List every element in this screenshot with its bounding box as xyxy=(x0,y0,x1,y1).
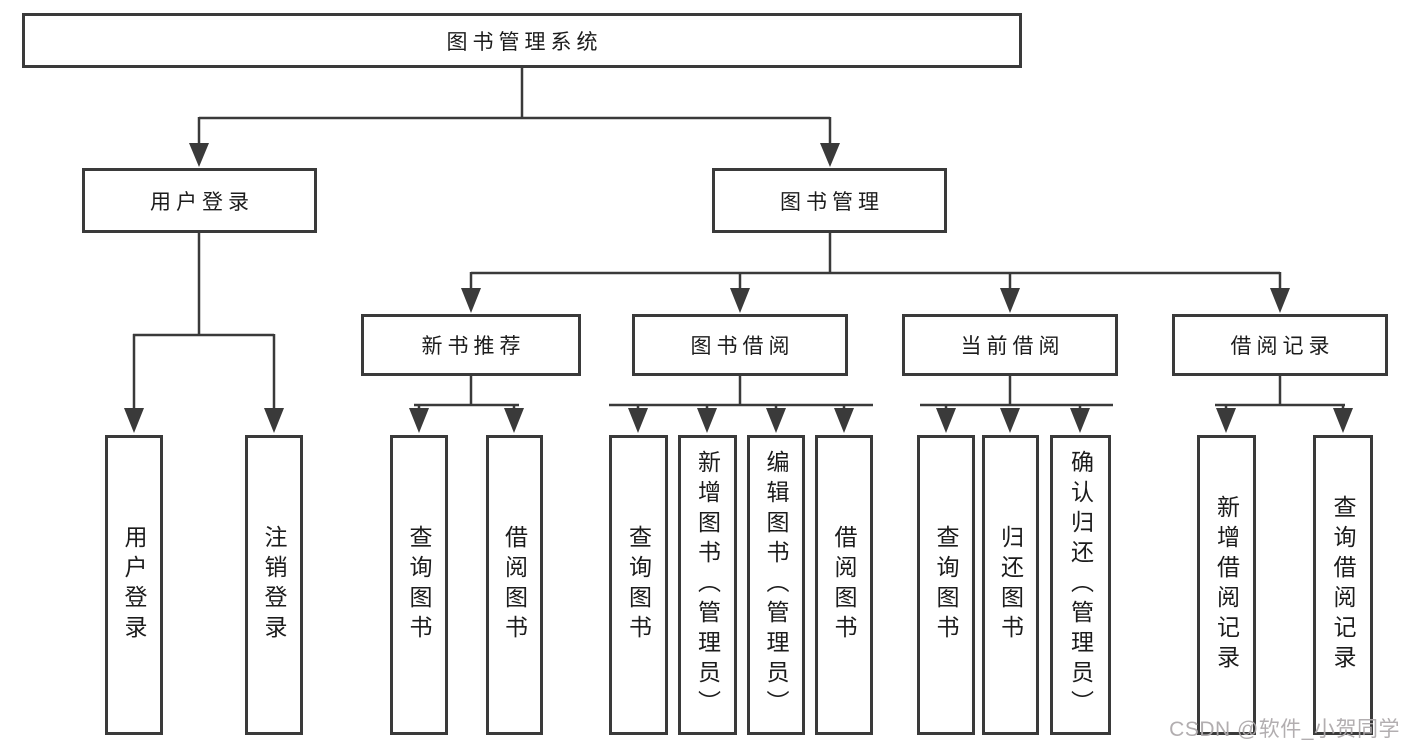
leaf-return-books: 归还图书 xyxy=(982,435,1039,735)
node-borrowing-records: 借阅记录 xyxy=(1172,314,1388,376)
leaf-add-books-admin: 新增图书（管理员） xyxy=(678,435,737,735)
leaf-borrow-books-borrowing: 借阅图书 xyxy=(815,435,873,735)
leaf-user-login: 用户登录 xyxy=(105,435,163,735)
leaf-query-books-current: 查询图书 xyxy=(917,435,975,735)
node-library-management-system: 图书管理系统 xyxy=(22,13,1022,68)
leaf-query-books-recommend: 查询图书 xyxy=(390,435,448,735)
leaf-confirm-return-admin: 确认归还（管理员） xyxy=(1050,435,1111,735)
node-book-borrowing: 图书借阅 xyxy=(632,314,848,376)
leaf-add-borrow-record: 新增借阅记录 xyxy=(1197,435,1256,735)
leaf-borrow-books-recommend: 借阅图书 xyxy=(486,435,543,735)
watermark-text: CSDN @软件_小贺同学 xyxy=(1169,718,1400,741)
node-book-management: 图书管理 xyxy=(712,168,947,233)
node-current-borrowing: 当前借阅 xyxy=(902,314,1118,376)
node-user-login: 用户登录 xyxy=(82,168,317,233)
leaf-logout: 注销登录 xyxy=(245,435,303,735)
leaf-edit-books-admin: 编辑图书（管理员） xyxy=(747,435,805,735)
leaf-query-borrow-record: 查询借阅记录 xyxy=(1313,435,1373,735)
leaf-query-books-borrowing: 查询图书 xyxy=(609,435,668,735)
node-new-book-recommendation: 新书推荐 xyxy=(361,314,581,376)
